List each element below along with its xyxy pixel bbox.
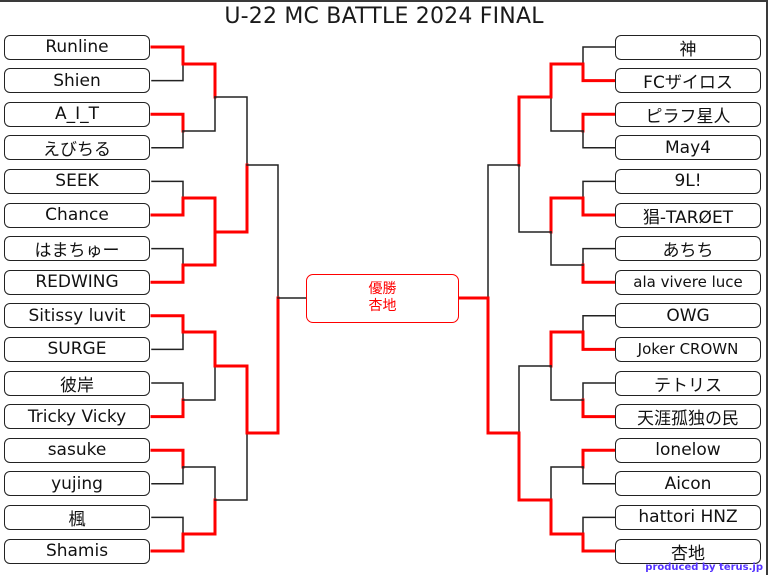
- bracket-slot-right-3: ピラフ星人: [615, 101, 761, 127]
- competitor-name: SEEK: [55, 171, 99, 192]
- champion-label: 優勝: [368, 281, 397, 297]
- competitor-name: はまちゅー: [34, 241, 120, 262]
- bracket-slot-left-8: REDWING: [4, 269, 150, 295]
- competitor-name: ピラフ星人: [645, 106, 731, 127]
- frame-right-border: [766, 0, 768, 575]
- bracket-slot-left-15: 楓: [4, 504, 150, 530]
- bracket-slot-right-9: OWG: [615, 303, 761, 329]
- competitor-name: ala vivere luce: [633, 273, 743, 292]
- bracket-slot-left-14: yujing: [4, 471, 150, 497]
- competitor-name: Tricky Vicky: [27, 406, 127, 427]
- competitor-name: えびちる: [43, 140, 111, 161]
- bracket-slot-right-10: Joker CROWN: [615, 336, 761, 362]
- competitor-name: hattori HNZ: [638, 507, 738, 528]
- competitor-name: FCザイロス: [643, 73, 733, 94]
- competitor-name: 天涯孤独の民: [637, 409, 739, 430]
- bracket-slot-right-13: lonelow: [615, 437, 761, 463]
- bracket-slot-left-9: Sitissy luvit: [4, 303, 150, 329]
- competitor-name: Joker CROWN: [637, 340, 739, 359]
- competitor-name: テトリス: [654, 375, 722, 396]
- competitor-name: 9L!: [674, 171, 702, 192]
- bracket-slot-left-4: えびちる: [4, 135, 150, 161]
- competitor-name: SURGE: [47, 339, 107, 360]
- bracket-slot-right-15: hattori HNZ: [615, 504, 761, 530]
- competitor-name: REDWING: [35, 272, 119, 293]
- competitor-name: May4: [665, 137, 711, 158]
- bracket-slot-right-1: 神: [615, 34, 761, 60]
- bracket-slot-right-7: あちち: [615, 236, 761, 262]
- competitor-name: 神: [679, 39, 697, 60]
- competitor-name: 楓: [68, 509, 86, 530]
- competitor-name: OWG: [666, 305, 710, 326]
- bracket-slot-left-6: Chance: [4, 202, 150, 228]
- bracket-slot-left-10: SURGE: [4, 336, 150, 362]
- competitor-name: yujing: [51, 473, 103, 494]
- credit-text: produced by terus.jp: [645, 562, 763, 573]
- page-title: U-22 MC BATTLE 2024 FINAL: [224, 4, 544, 29]
- champion-box: 優勝 杏地: [306, 274, 459, 323]
- bracket-slot-left-11: 彼岸: [4, 370, 150, 396]
- bracket-slot-left-12: Tricky Vicky: [4, 404, 150, 430]
- competitor-name: lonelow: [655, 440, 721, 461]
- bracket-slot-left-13: sasuke: [4, 437, 150, 463]
- bracket-slot-right-16: 杏地: [615, 538, 761, 564]
- bracket-slot-right-2: FCザイロス: [615, 68, 761, 94]
- bracket-slot-right-5: 9L!: [615, 168, 761, 194]
- competitor-name: Aicon: [664, 473, 712, 494]
- competitor-name: Sitissy luvit: [28, 305, 126, 326]
- bracket-slot-left-3: A_I_T: [4, 101, 150, 127]
- competitor-name: sasuke: [47, 440, 107, 461]
- bracket-slot-left-16: Shamis: [4, 538, 150, 564]
- bracket-slot-right-12: 天涯孤独の民: [615, 404, 761, 430]
- bracket-slot-left-7: はまちゅー: [4, 236, 150, 262]
- bracket-slot-left-1: Runline: [4, 34, 150, 60]
- frame-top-border: [0, 0, 768, 2]
- champion-name: 杏地: [368, 298, 397, 314]
- bracket-slot-left-5: SEEK: [4, 168, 150, 194]
- competitor-name: Shien: [53, 70, 101, 91]
- competitor-name: あちち: [662, 241, 714, 262]
- competitor-name: 猖-TARØET: [642, 207, 734, 228]
- bracket-slot-right-4: May4: [615, 135, 761, 161]
- competitor-name: Shamis: [45, 541, 109, 561]
- bracket-slot-left-2: Shien: [4, 68, 150, 94]
- competitor-name: Chance: [45, 205, 109, 225]
- competitor-name: 杏地: [671, 543, 705, 564]
- bracket-slot-right-11: テトリス: [615, 370, 761, 396]
- bracket-slot-right-14: Aicon: [615, 471, 761, 497]
- competitor-name: Runline: [45, 37, 109, 57]
- bracket-slot-right-6: 猖-TARØET: [615, 202, 761, 228]
- competitor-name: 彼岸: [60, 375, 94, 396]
- competitor-name: A_I_T: [54, 104, 100, 125]
- bracket-slot-right-8: ala vivere luce: [615, 269, 761, 295]
